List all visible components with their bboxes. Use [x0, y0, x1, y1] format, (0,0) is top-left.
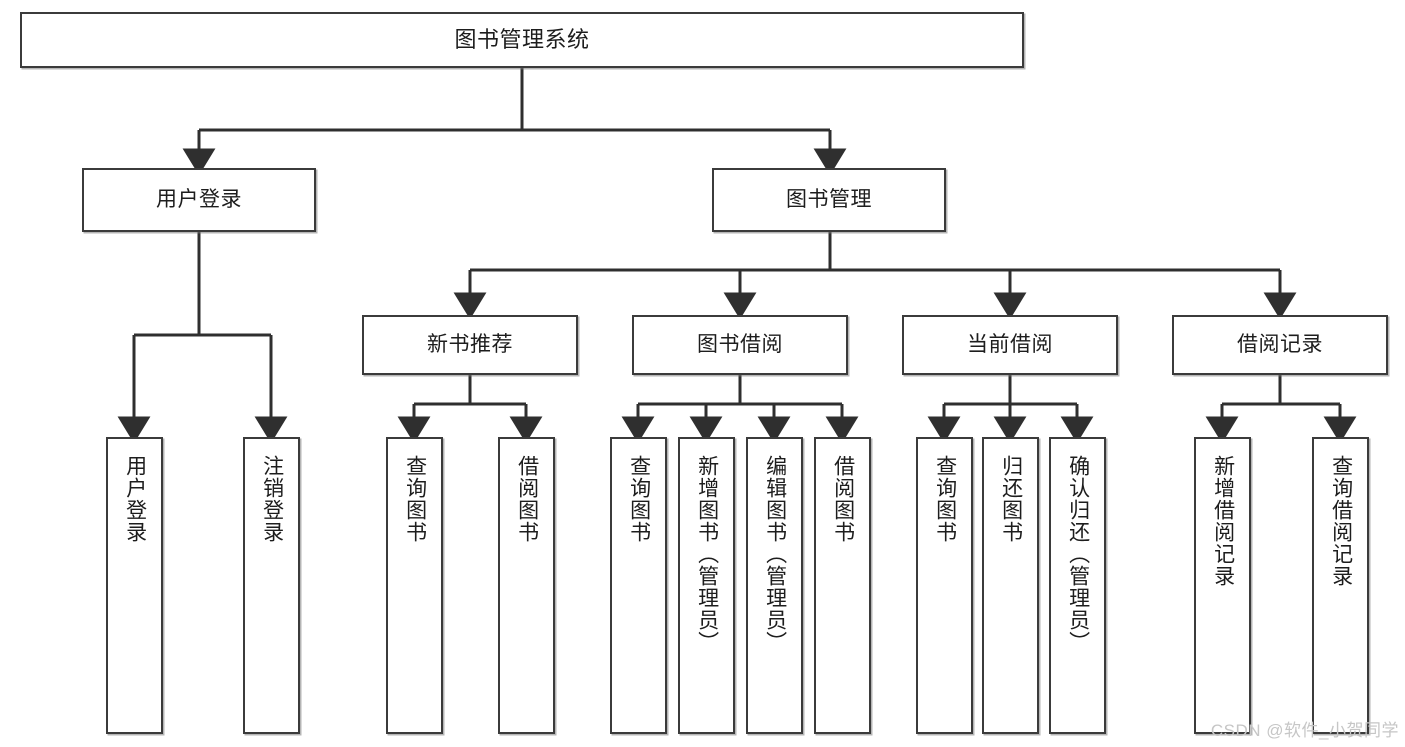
node-label: 查询图书 — [933, 455, 957, 543]
node-label: 图书管理系统 — [454, 27, 590, 53]
node-leaf-confirm-return-admin[interactable]: 确认归还（管理员） — [1049, 437, 1106, 734]
node-book-borrow[interactable]: 图书借阅 — [632, 315, 848, 375]
node-label: 图书管理 — [786, 187, 872, 211]
node-leaf-borrow-book[interactable]: 借阅图书 — [814, 437, 871, 734]
node-book-management[interactable]: 图书管理 — [712, 168, 946, 232]
node-leaf-add-book-admin[interactable]: 新增图书（管理员） — [678, 437, 735, 734]
edges-records-to-leaves — [1205, 375, 1357, 444]
node-label: 新书推荐 — [427, 332, 513, 356]
node-leaf-return-book[interactable]: 归还图书 — [982, 437, 1039, 734]
node-label: 查询图书 — [403, 455, 427, 543]
node-label: 用户登录 — [123, 455, 147, 543]
node-label: 借阅记录 — [1237, 332, 1323, 356]
node-leaf-query-book-borrow[interactable]: 查询图书 — [610, 437, 667, 734]
edges-login-to-leaves — [117, 232, 288, 444]
node-label: 当前借阅 — [967, 332, 1053, 356]
node-new-book-recommend[interactable]: 新书推荐 — [362, 315, 578, 375]
node-user-login[interactable]: 用户登录 — [82, 168, 316, 232]
node-root-system[interactable]: 图书管理系统 — [20, 12, 1024, 68]
node-label: 确认归还（管理员） — [1066, 455, 1090, 653]
edges-root-to-level2 — [182, 68, 847, 176]
node-leaf-logout[interactable]: 注销登录 — [243, 437, 300, 734]
node-label: 归还图书 — [999, 455, 1023, 543]
node-leaf-query-borrow-record[interactable]: 查询借阅记录 — [1312, 437, 1369, 734]
node-borrow-records[interactable]: 借阅记录 — [1172, 315, 1388, 375]
node-label: 借阅图书 — [831, 455, 855, 543]
node-label: 查询图书 — [627, 455, 651, 543]
node-leaf-query-book-current[interactable]: 查询图书 — [916, 437, 973, 734]
node-current-borrow[interactable]: 当前借阅 — [902, 315, 1118, 375]
node-leaf-query-book-newbook[interactable]: 查询图书 — [386, 437, 443, 734]
node-leaf-borrow-book-newbook[interactable]: 借阅图书 — [498, 437, 555, 734]
edges-newbook-to-leaves — [397, 375, 543, 444]
node-label: 借阅图书 — [515, 455, 539, 543]
edges-bookmgmt-to-level3 — [453, 232, 1297, 320]
node-label: 新增借阅记录 — [1211, 455, 1235, 587]
node-label: 查询借阅记录 — [1329, 455, 1353, 587]
node-label: 注销登录 — [260, 455, 284, 543]
node-label: 图书借阅 — [697, 332, 783, 356]
csdn-watermark: CSDN @软件_小贺同学 — [1210, 721, 1399, 740]
node-leaf-edit-book-admin[interactable]: 编辑图书（管理员） — [746, 437, 803, 734]
node-label: 编辑图书（管理员） — [763, 455, 787, 653]
node-label: 新增图书（管理员） — [695, 455, 719, 653]
node-leaf-add-borrow-record[interactable]: 新增借阅记录 — [1194, 437, 1251, 734]
edges-current-to-leaves — [927, 375, 1094, 444]
node-leaf-user-login[interactable]: 用户登录 — [106, 437, 163, 734]
node-label: 用户登录 — [156, 187, 242, 211]
edges-borrow-to-leaves — [621, 375, 859, 444]
